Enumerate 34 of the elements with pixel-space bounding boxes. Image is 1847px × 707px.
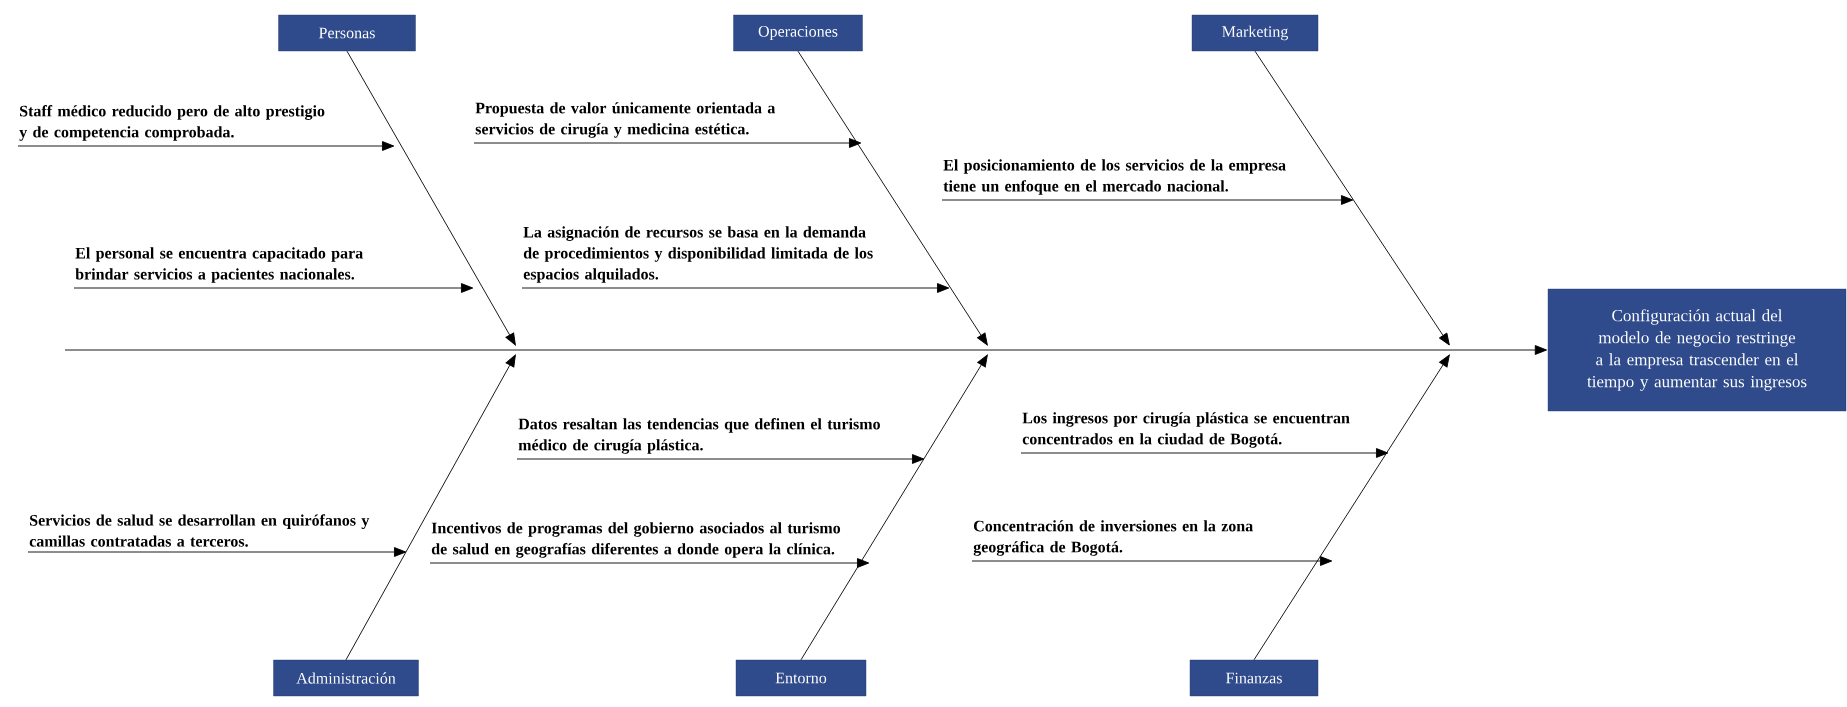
cause-text: Los ingresos por cirugía plástica se encuentran concentrados en la ciudad de Bogotá. <box>1022 412 1350 448</box>
category-box: Administración <box>273 659 419 697</box>
cause-text: El personal se encuentra capacitado para brindar servicios a pacientes nacionales. <box>75 247 363 283</box>
bone-arrow <box>1253 354 1450 661</box>
arrow <box>516 454 925 464</box>
category-box: Marketing <box>1191 14 1319 52</box>
category-box: Finanzas <box>1189 659 1319 697</box>
category-box: Entorno <box>735 659 867 697</box>
cause-text: El posicionamiento de los servicios de la empresa tiene un enfoque en el mercado nacional. <box>943 159 1286 195</box>
spine-arrow <box>64 345 1547 355</box>
category-box: Operaciones <box>733 14 863 52</box>
cause-text: Staff médico reducido pero de alto prestigio y de competencia comprobada. <box>19 105 325 141</box>
bone-arrow <box>797 50 988 346</box>
arrow <box>941 195 1354 205</box>
arrow <box>1020 448 1389 458</box>
cause-text: Propuesta de valor únicamente orientada a servicios de cirugía y medicina estética. <box>475 102 776 138</box>
arrow <box>17 141 395 151</box>
arrow <box>27 547 407 557</box>
cause-text: Servicios de salud se desarrollan en quirófanos y camillas contratadas a terceros. <box>29 514 370 547</box>
arrow <box>473 138 862 148</box>
cause-text: Concentración de inversiones en la zona geográfica de Bogotá. <box>973 520 1253 556</box>
bone-arrow <box>1254 50 1450 346</box>
arrow <box>429 558 870 568</box>
cause-text: La asignación de recursos se basa en la demanda de procedimientos y disponibilidad limitada de los espacios alquilados. <box>523 226 873 283</box>
bone-arrow <box>345 354 516 661</box>
bone-arrow <box>346 50 516 346</box>
bone-arrow <box>800 354 988 661</box>
arrow <box>971 556 1333 566</box>
cause-text: Incentivos de programas del gobierno asociados al turismo de salud en geografías diferentes a donde opera la clínica. <box>431 522 841 558</box>
effect-box: Configuración actual del modelo de negocio restringe a la empresa trascender en el tiempo y aumentar sus ingresos <box>1547 288 1847 412</box>
cause-text: Datos resaltan las tendencias que definen el turismo médico de cirugía plástica. <box>518 418 880 454</box>
category-box: Personas <box>278 14 416 52</box>
arrow <box>521 283 950 293</box>
arrow <box>73 283 474 293</box>
